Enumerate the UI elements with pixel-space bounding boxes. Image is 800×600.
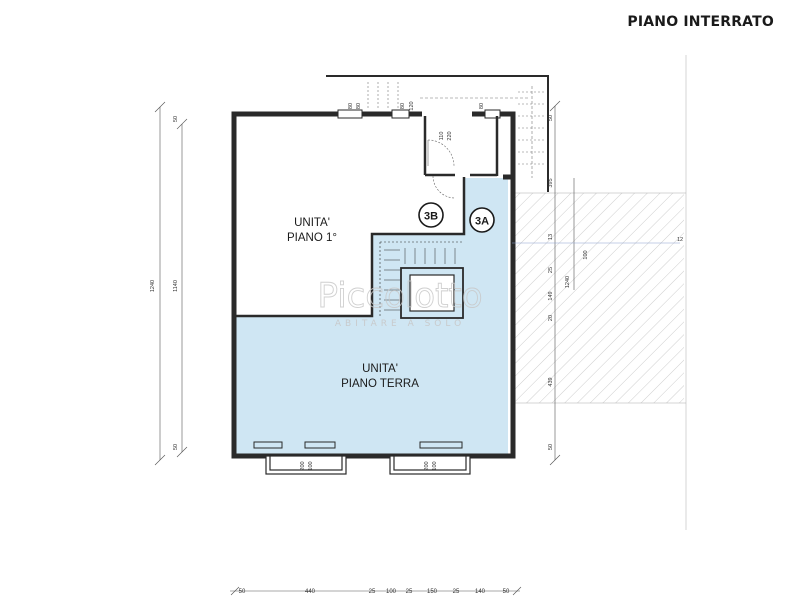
dim-left-bottom: 50 <box>173 444 179 450</box>
dim-right-25: 25 <box>548 267 554 273</box>
left-dimensions <box>154 101 188 466</box>
external-stair <box>326 75 549 192</box>
room-label-lower-1: UNITA' <box>362 363 398 375</box>
badge-circle-3a <box>469 207 495 233</box>
dim-win2-200: 200 <box>424 461 430 470</box>
room-label-lower-2: PIANO TERRA <box>341 378 419 390</box>
dim-bottom-7: 140 <box>475 589 486 595</box>
dim-left-outer: 1240 <box>150 280 156 292</box>
dim-win2-100: 100 <box>432 461 438 470</box>
terrain-hatch <box>512 193 684 403</box>
window-frames <box>253 109 501 449</box>
dim-right-13: 13 <box>548 234 554 240</box>
dim-top-80b: 80 <box>356 103 362 109</box>
dim-bottom-1: 440 <box>305 589 316 595</box>
dim-top-120: 120 <box>409 101 415 110</box>
room-label-upper-1: UNITA' <box>294 217 330 229</box>
right-dimensions <box>512 100 680 466</box>
badge-label-3b: 3B <box>424 211 438 223</box>
dim-top-80d: 80 <box>479 103 485 109</box>
dim-right-20: 20 <box>548 315 554 321</box>
dim-bottom-5: 150 <box>427 589 438 595</box>
watermark-name: Piccolotto <box>317 276 482 316</box>
page-title: PIANO INTERRATO <box>627 14 774 30</box>
door-swing-lower <box>432 175 456 199</box>
dim-right-50b: 50 <box>548 444 554 450</box>
dim-bottom-6: 25 <box>453 589 460 595</box>
dim-right-1240: 1240 <box>565 276 571 288</box>
dim-top-80c: 80 <box>400 103 406 109</box>
dim-arrow-12: 12 <box>677 237 683 243</box>
dim-right-439: 439 <box>548 377 554 386</box>
dim-right-149: 149 <box>548 291 554 300</box>
dim-bottom-3: 100 <box>386 589 397 595</box>
dim-door-110: 110 <box>439 132 445 141</box>
interior-walls <box>236 116 499 318</box>
dim-left-top: 50 <box>173 116 179 122</box>
stairwell <box>379 241 464 319</box>
dim-bottom-0: 50 <box>239 589 246 595</box>
dim-right-50: 50 <box>548 115 554 121</box>
bottom-balconies <box>265 455 471 475</box>
dim-right-100: 100 <box>583 250 589 259</box>
dim-win1-100: 100 <box>308 461 314 470</box>
watermark-tagline: ABITARE A SOLO <box>335 319 465 329</box>
dim-left-inner: 1140 <box>173 280 179 292</box>
badge-circle-3b <box>418 202 444 228</box>
dim-right-395: 395 <box>548 178 554 187</box>
bottom-dimension-line <box>230 586 522 596</box>
dim-door-220: 220 <box>447 131 453 140</box>
dim-bottom-8: 50 <box>503 589 510 595</box>
dim-win1-200: 200 <box>300 461 306 470</box>
room-label-upper-2: PIANO 1° <box>287 232 337 244</box>
door-swing <box>427 139 455 167</box>
dim-top-80a: 80 <box>348 103 354 109</box>
dim-bottom-2: 25 <box>369 589 376 595</box>
exterior-walls <box>231 111 516 459</box>
badge-label-3a: 3A <box>475 216 489 228</box>
dim-bottom-4: 25 <box>406 589 413 595</box>
